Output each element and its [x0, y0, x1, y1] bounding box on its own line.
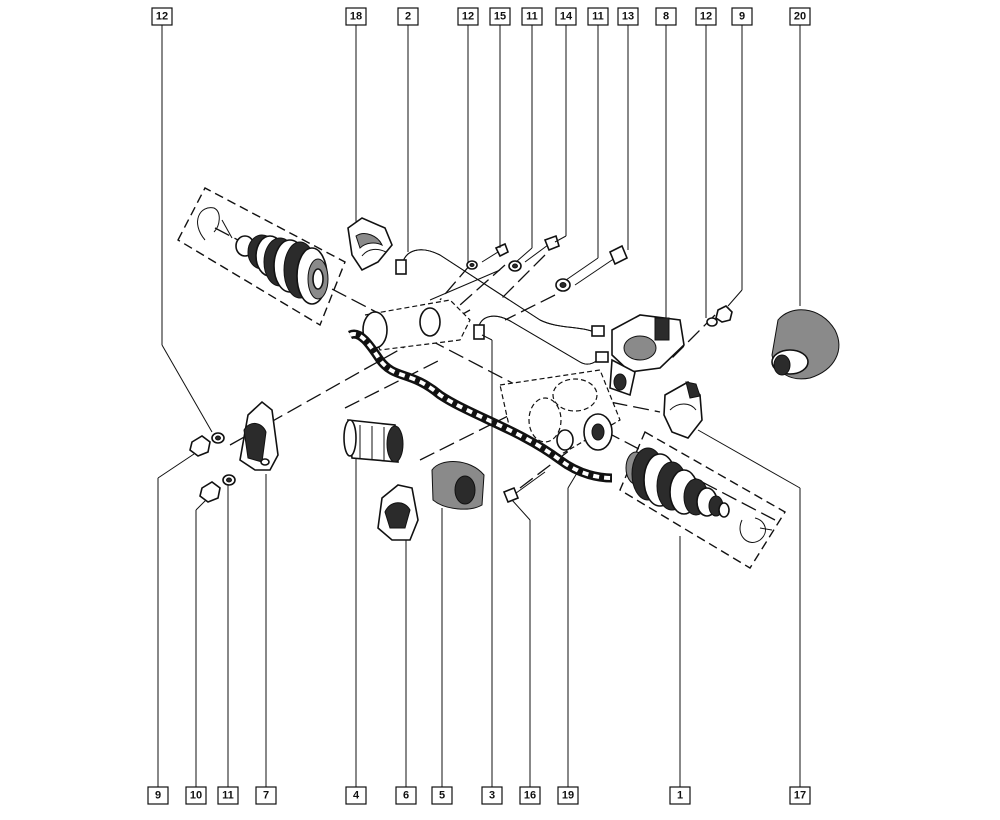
callout-9-top: 9: [731, 7, 753, 26]
callout-14: 14: [555, 7, 577, 26]
svg-text:11: 11: [526, 11, 538, 23]
dust-cap: [771, 309, 840, 380]
callout-18: 18: [345, 7, 367, 26]
callout-17: 17: [789, 786, 811, 805]
callout-11-bottom: 11: [217, 786, 239, 805]
callout-10: 10: [185, 786, 207, 805]
callout-15: 15: [489, 7, 511, 26]
left-fasteners: [189, 432, 236, 503]
svg-text:10: 10: [190, 790, 202, 802]
bush-5: [431, 461, 485, 510]
clamp-6: [377, 484, 419, 541]
callout-8: 8: [655, 7, 677, 26]
right-nut-washer: [706, 305, 733, 327]
svg-text:3: 3: [489, 790, 495, 802]
callout-12-top-3: 12: [695, 7, 717, 26]
callout-11-top-2: 11: [587, 7, 609, 26]
svg-text:11: 11: [592, 11, 604, 23]
callouts-top: 12 18 2 12 15 11 14 11 13 8 12 9 20: [151, 7, 811, 26]
svg-text:13: 13: [622, 11, 634, 23]
callout-6: 6: [395, 786, 417, 805]
svg-text:19: 19: [562, 790, 574, 802]
svg-text:4: 4: [353, 790, 360, 802]
callout-2: 2: [397, 7, 419, 26]
svg-text:9: 9: [739, 11, 745, 23]
right-boot-kit: [619, 431, 786, 569]
rack-bar: [347, 329, 613, 483]
callout-19: 19: [557, 786, 579, 805]
svg-text:12: 12: [462, 11, 474, 23]
svg-text:15: 15: [494, 11, 506, 23]
callout-3: 3: [481, 786, 503, 805]
left-boot-kit: [177, 187, 346, 327]
svg-text:1: 1: [677, 790, 683, 802]
svg-text:2: 2: [405, 11, 411, 23]
callout-5: 5: [431, 786, 453, 805]
upper-mount-bracket: [347, 217, 393, 272]
bolt-16: [502, 471, 546, 504]
callout-12-top-2: 12: [457, 7, 479, 26]
callout-20: 20: [789, 7, 811, 26]
right-mount-bracket: [663, 380, 703, 439]
callout-4: 4: [345, 786, 367, 805]
svg-text:12: 12: [156, 11, 168, 23]
top-fasteners: [466, 234, 629, 292]
callouts-bottom: 9 10 11 7 4 6 5 3 16 19 1 17: [147, 786, 811, 805]
hydraulic-pipes: [395, 249, 609, 365]
svg-text:8: 8: [663, 11, 669, 23]
svg-text:11: 11: [222, 790, 234, 802]
callout-16: 16: [519, 786, 541, 805]
callout-12-top-1: 12: [151, 7, 173, 26]
left-mount-bracket: [239, 400, 279, 471]
svg-text:18: 18: [350, 11, 362, 23]
bush-4: [343, 419, 404, 463]
svg-text:14: 14: [560, 11, 573, 23]
leader-lines: [157, 24, 801, 788]
valve-housing: [609, 314, 685, 397]
callout-1: 1: [669, 786, 691, 805]
svg-text:9: 9: [155, 790, 161, 802]
svg-text:6: 6: [403, 790, 409, 802]
callout-7: 7: [255, 786, 277, 805]
svg-text:7: 7: [263, 790, 269, 802]
svg-text:12: 12: [700, 11, 712, 23]
svg-text:5: 5: [439, 790, 445, 802]
svg-text:20: 20: [794, 11, 806, 23]
callout-13: 13: [617, 7, 639, 26]
svg-text:17: 17: [794, 790, 806, 802]
svg-text:16: 16: [524, 790, 536, 802]
rack-housing: [362, 299, 621, 456]
callout-11-top-1: 11: [521, 7, 543, 26]
callout-9-bottom: 9: [147, 786, 169, 805]
